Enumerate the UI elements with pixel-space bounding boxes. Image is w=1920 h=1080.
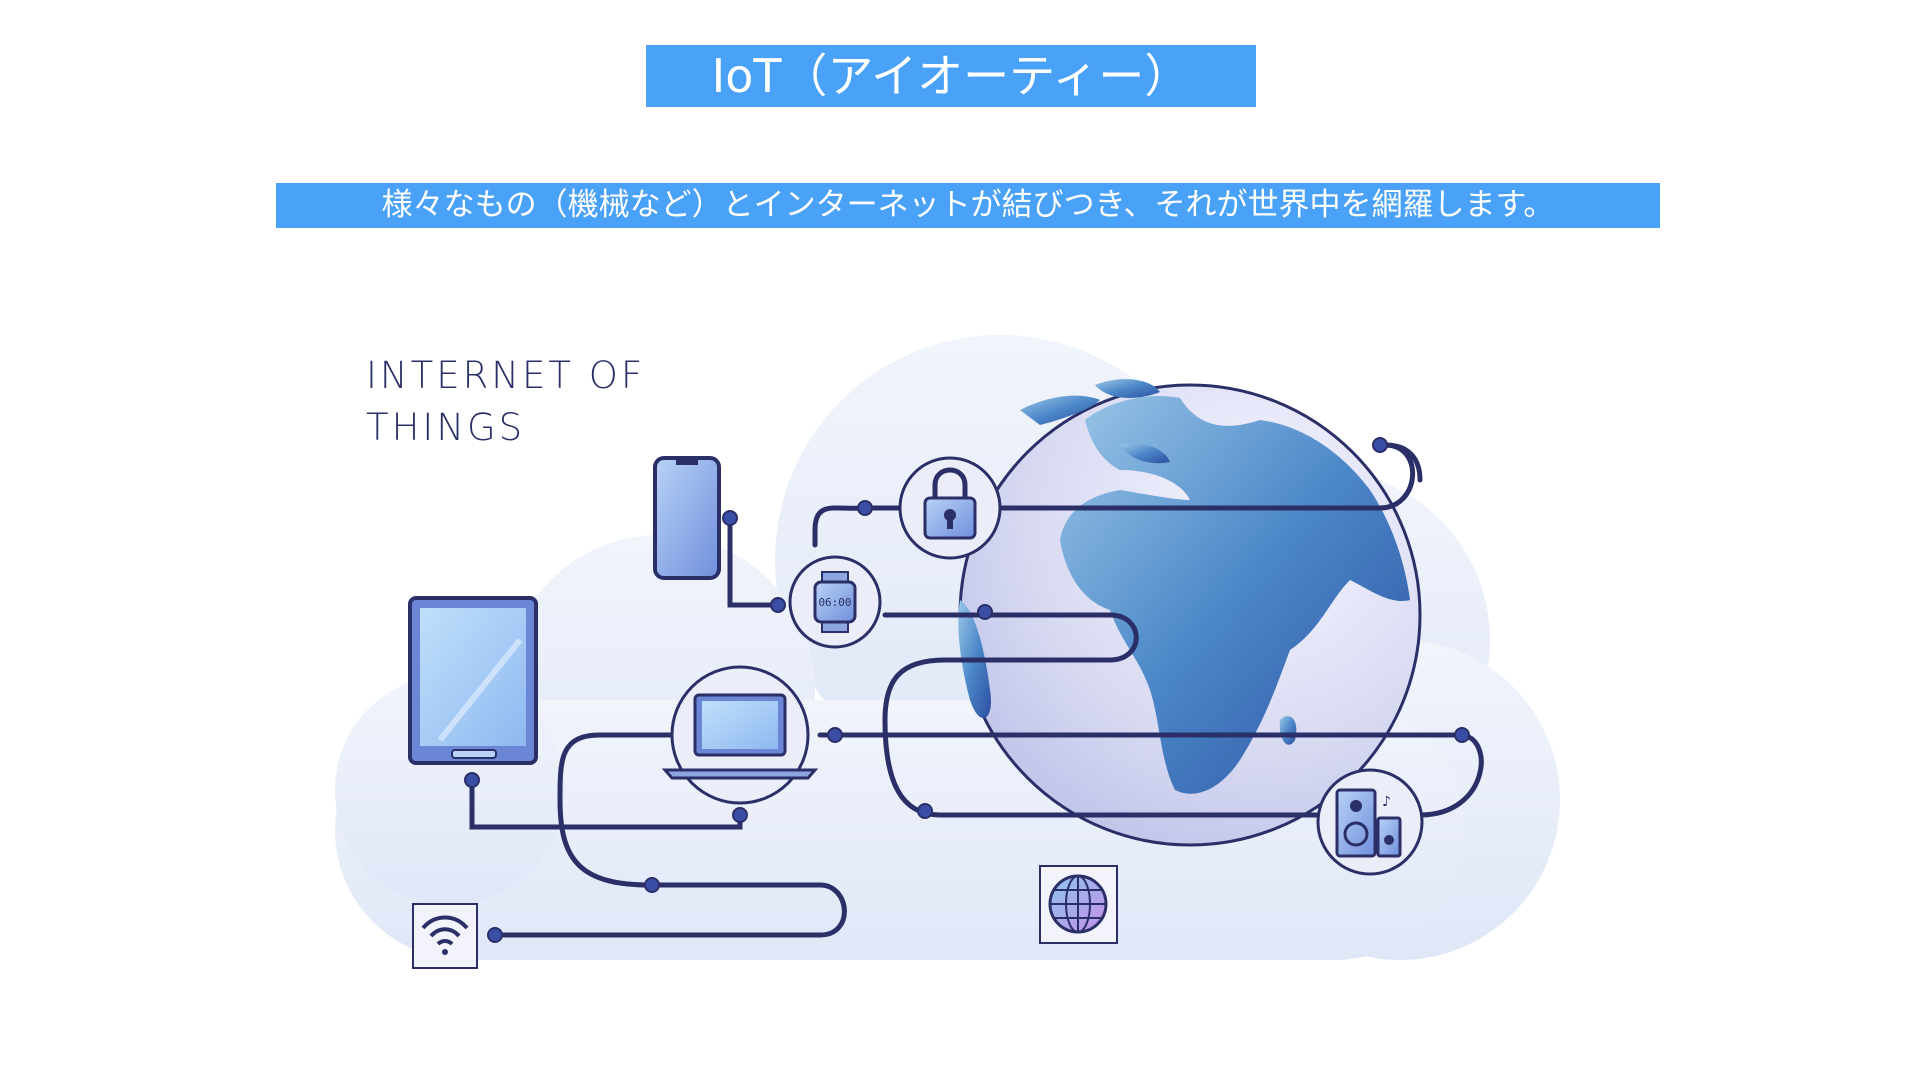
connection-nodes bbox=[464, 437, 1470, 943]
svg-text:♪: ♪ bbox=[1382, 794, 1391, 810]
padlock-icon bbox=[898, 456, 1002, 560]
speaker-icon: ♪ bbox=[1316, 768, 1424, 876]
label-line-1: INTERNET OF bbox=[366, 354, 646, 397]
wifi-icon bbox=[412, 903, 478, 969]
internet-of-things-label: INTERNET OF THINGS bbox=[366, 350, 645, 454]
tablet-icon bbox=[408, 596, 538, 765]
network-lines bbox=[469, 442, 1484, 938]
slide-title: IoT（アイオーティー） bbox=[646, 45, 1256, 107]
smartwatch-icon: 06:00 bbox=[788, 555, 882, 649]
laptop-icon bbox=[661, 665, 819, 805]
slide-subtitle: 様々なもの（機械など）とインターネットが結びつき、それが世界中を網羅します。 bbox=[276, 183, 1660, 228]
watch-time: 06:00 bbox=[818, 596, 851, 609]
label-line-2: THINGS bbox=[366, 406, 526, 449]
globe-icon bbox=[1039, 865, 1118, 944]
smartphone-icon bbox=[653, 456, 721, 580]
